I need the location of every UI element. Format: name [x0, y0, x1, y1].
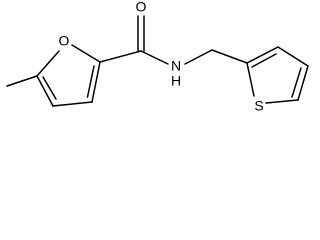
- bond-o1-c2: [71, 44, 101, 63]
- bond-c3-c4: [52, 101, 93, 107]
- carbonyl-oxygen-label: O: [136, 0, 147, 15]
- bond-t-c4-c5-inner: [291, 67, 302, 98]
- amide-hydrogen-label: H: [171, 73, 181, 89]
- bond-t-c3-c4: [277, 46, 309, 67]
- bond-t-c2-c3-inner: [251, 53, 277, 68]
- molecule-diagram: O O N H S: [0, 0, 313, 122]
- bond-methyl-c5: [6, 75, 38, 87]
- bond-c4-c5: [36, 75, 54, 107]
- bond-c2-carbonyl: [99, 50, 142, 63]
- amide-nitrogen-label: N: [171, 58, 181, 74]
- bond-c2-c3-inner: [86, 65, 95, 98]
- bond-c2-c3: [91, 61, 101, 103]
- bond-carbonyl-n: [140, 50, 169, 65]
- bond-ch2-thiophene: [211, 49, 248, 64]
- bond-t-c2-c3: [246, 46, 279, 64]
- bond-c5-o1: [36, 50, 60, 77]
- bond-t-c5-s: [265, 99, 299, 104]
- bond-n-ch2: [184, 49, 213, 65]
- structure-svg: O O N H S: [6, 0, 309, 114]
- furan-oxygen-label: O: [59, 33, 70, 49]
- bond-c4-c5-inner: [42, 76, 57, 100]
- bond-t-c4-c5: [297, 65, 309, 101]
- thiophene-sulfur-label: S: [254, 98, 263, 114]
- bond-t-s-c2: [246, 62, 255, 97]
